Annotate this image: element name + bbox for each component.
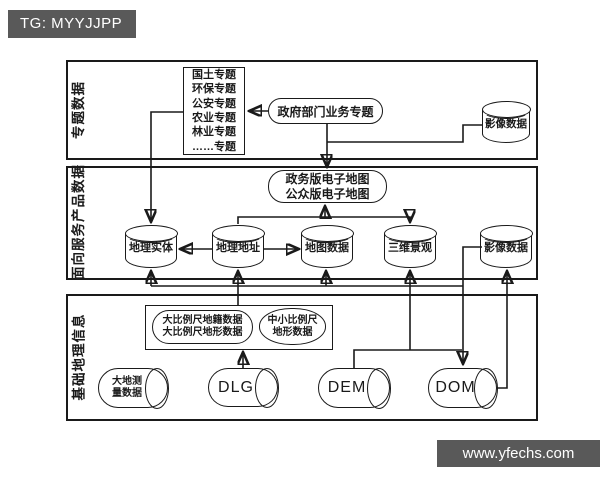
gov-business-theme-node: 政府部门业务专题	[268, 98, 383, 124]
label-thematic-data: 专题数据	[71, 81, 86, 139]
cylinder-label: DLG	[218, 378, 254, 396]
watermark-text: www.yfechs.com	[437, 440, 600, 467]
large-scale-data-node: 大比例尺地籍数据 大比例尺地形数据	[152, 310, 253, 344]
cylinder-label: 地理地址	[216, 242, 260, 254]
cylinder-geo-entity: 地理实体	[124, 225, 178, 268]
cylinder-lid-line	[385, 228, 435, 243]
cylinder-lid-line	[483, 104, 529, 119]
geodetic-line1: 大地测	[112, 375, 142, 387]
cylinder-image-data-top: 影像数据	[481, 101, 531, 143]
cylinder-dom: DOM	[428, 367, 498, 409]
emap-node: 政务版电子地图 公众版电子地图	[268, 170, 387, 203]
cylinder-dem: DEM	[318, 367, 391, 409]
mid-small-scale-line2: 地形数据	[272, 326, 313, 338]
cylinder-label: 三维景观	[388, 242, 432, 254]
cylinder-label: 大地测 量数据	[112, 376, 154, 401]
theme-list-item: ……专题	[192, 140, 236, 153]
label-base-geo-info: 基础地理信息	[71, 313, 87, 401]
geodetic-line2: 量数据	[112, 388, 142, 399]
cylinder-lid-line	[213, 228, 263, 243]
cylinder-dlg: DLG	[208, 367, 279, 408]
cylinder-label: 影像数据	[485, 118, 527, 130]
theme-list-item: 国土专题	[192, 68, 236, 81]
cylinder-landscape-3d: 三维景观	[383, 225, 437, 268]
theme-list-item: 林业专题	[192, 126, 236, 139]
theme-list-item: 公安专题	[192, 97, 236, 110]
theme-list-box: 国土专题 环保专题 公安专题 农业专题 林业专题 ……专题	[183, 67, 245, 155]
cylinder-label: DEM	[327, 379, 367, 396]
cylinder-image-data-mid: 影像数据	[479, 225, 533, 268]
cylinder-label: DOM	[435, 379, 476, 396]
cylinder-label: 地理实体	[129, 242, 173, 254]
mid-small-scale-line1: 中小比例尺	[267, 314, 318, 326]
cylinder-geodetic-data: 大地测 量数据	[98, 367, 169, 409]
header-badge: TG: MYYJJPP	[8, 10, 136, 38]
mid-small-scale-data-node: 中小比例尺 地形数据	[259, 308, 326, 345]
cylinder-lid-line	[126, 228, 176, 243]
cylinder-lid-line	[302, 228, 352, 243]
large-scale-line2: 大比例尺地形数据	[162, 327, 243, 338]
label-service-product-data: 面向服务产品数据	[71, 164, 86, 280]
cylinder-label: 影像数据	[484, 242, 528, 254]
theme-list-item: 环保专题	[192, 83, 236, 96]
emap-line2: 公众版电子地图	[285, 186, 370, 201]
theme-list-item: 农业专题	[192, 112, 236, 124]
cylinder-geo-address: 地理地址	[211, 225, 265, 268]
cylinder-lid-line	[481, 228, 531, 243]
emap-line1: 政务版电子地图	[285, 171, 370, 186]
cylinder-map-data: 地图数据	[300, 225, 354, 268]
large-scale-line1: 大比例尺地籍数据	[162, 314, 243, 326]
cylinder-label: 地图数据	[305, 242, 349, 254]
